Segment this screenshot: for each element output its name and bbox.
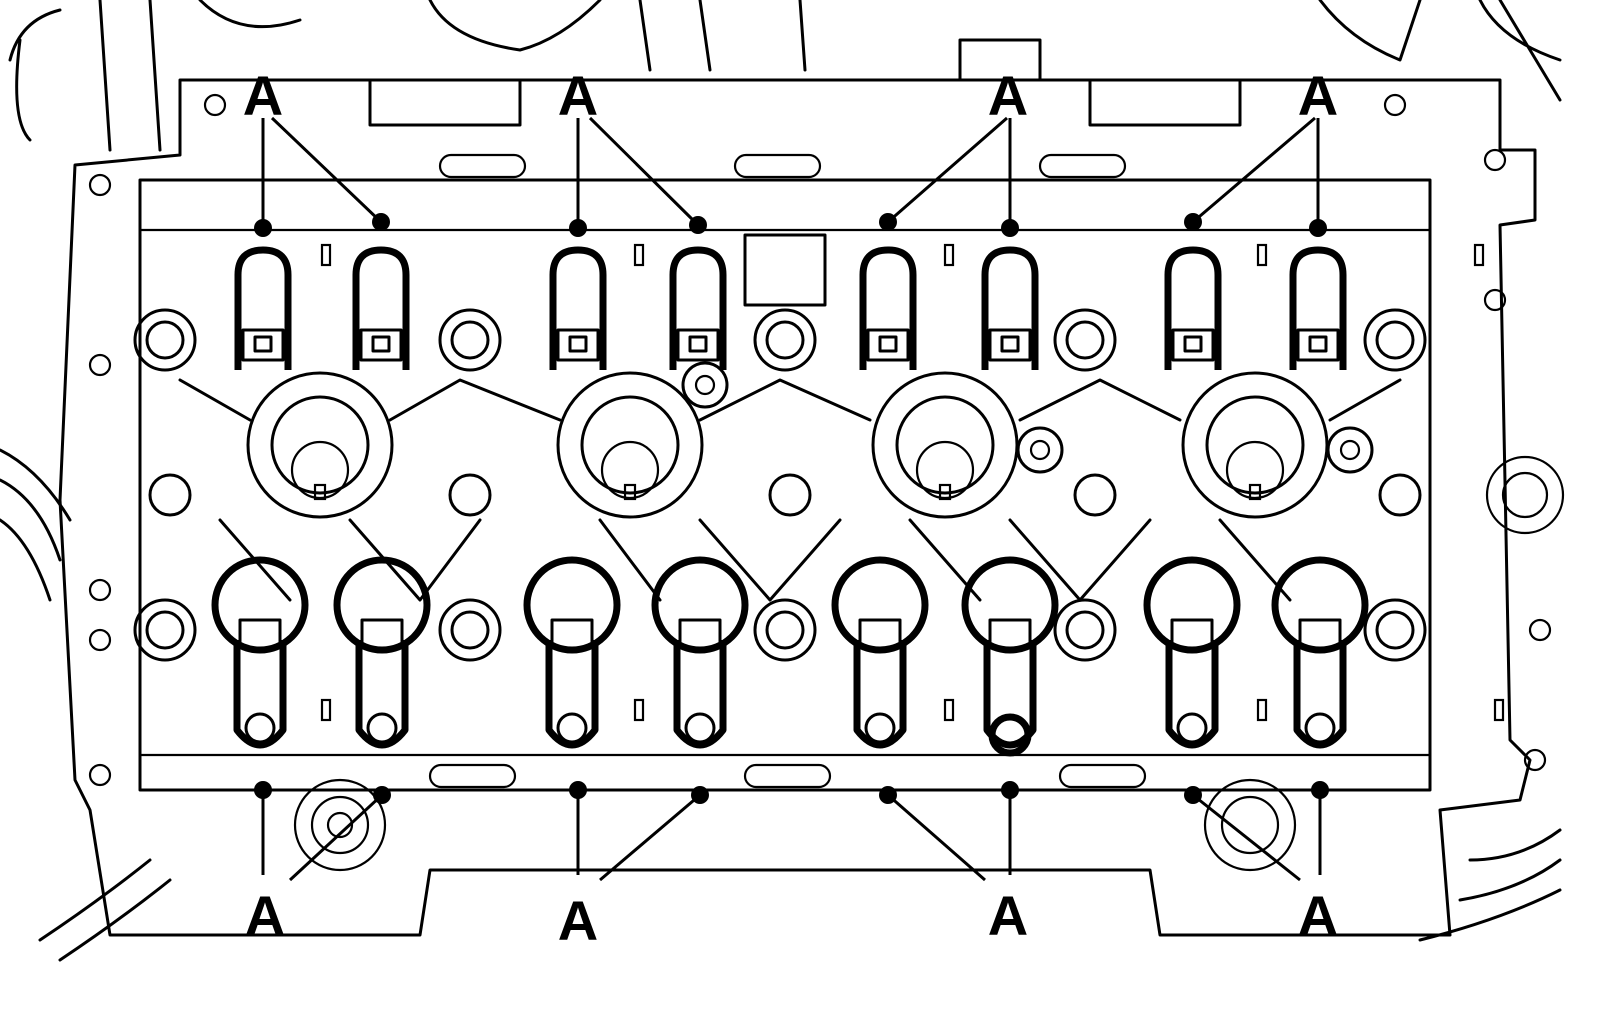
- callout-label-bottom-4: A: [1298, 884, 1338, 947]
- plug-well-1: [246, 371, 394, 519]
- plug-well-3: [871, 371, 1064, 519]
- surrounding-engine-parts: [0, 0, 1562, 962]
- injector-top-3: [549, 246, 607, 370]
- injector-bottom-2: [333, 556, 431, 749]
- cylinder-head-cover: [58, 38, 1537, 937]
- injector-bottom-3: [523, 556, 621, 749]
- injector-bottom-8: [1271, 556, 1369, 749]
- callout-leaders: [254, 116, 1329, 882]
- injector-top-1: [234, 246, 292, 370]
- injector-top-8: [1289, 246, 1347, 370]
- cover-bolts: [88, 93, 1565, 872]
- injector-bottom-4: [651, 556, 749, 749]
- callout-labels: A A A A A A A A: [243, 64, 1338, 952]
- callout-label-top-2: A: [558, 64, 598, 127]
- callout-label-top-3: A: [988, 64, 1028, 127]
- callout-label-top-4: A: [1298, 64, 1338, 127]
- injector-bottom-6: [961, 556, 1059, 757]
- injector-top-2: [352, 246, 410, 370]
- injector-bottom-7: [1143, 556, 1241, 749]
- injectors-bottom-row: [211, 556, 1369, 757]
- injector-bottom-5: [831, 556, 929, 749]
- injector-top-6: [981, 246, 1039, 370]
- injector-top-7: [1164, 246, 1222, 370]
- injector-top-5: [859, 246, 917, 370]
- injectors-top-row: [234, 246, 1347, 370]
- plug-well-2: [556, 361, 729, 519]
- callout-label-bottom-1: A: [245, 884, 285, 947]
- plug-well-4: [1181, 371, 1374, 519]
- callout-label-bottom-3: A: [988, 884, 1028, 947]
- callout-label-top-1: A: [243, 64, 283, 127]
- callout-label-bottom-2: A: [558, 889, 598, 952]
- injector-top-4: [669, 246, 727, 370]
- spark-plug-wells: [178, 361, 1402, 602]
- injector-bottom-1: [211, 556, 309, 749]
- small-slots: [320, 243, 1505, 722]
